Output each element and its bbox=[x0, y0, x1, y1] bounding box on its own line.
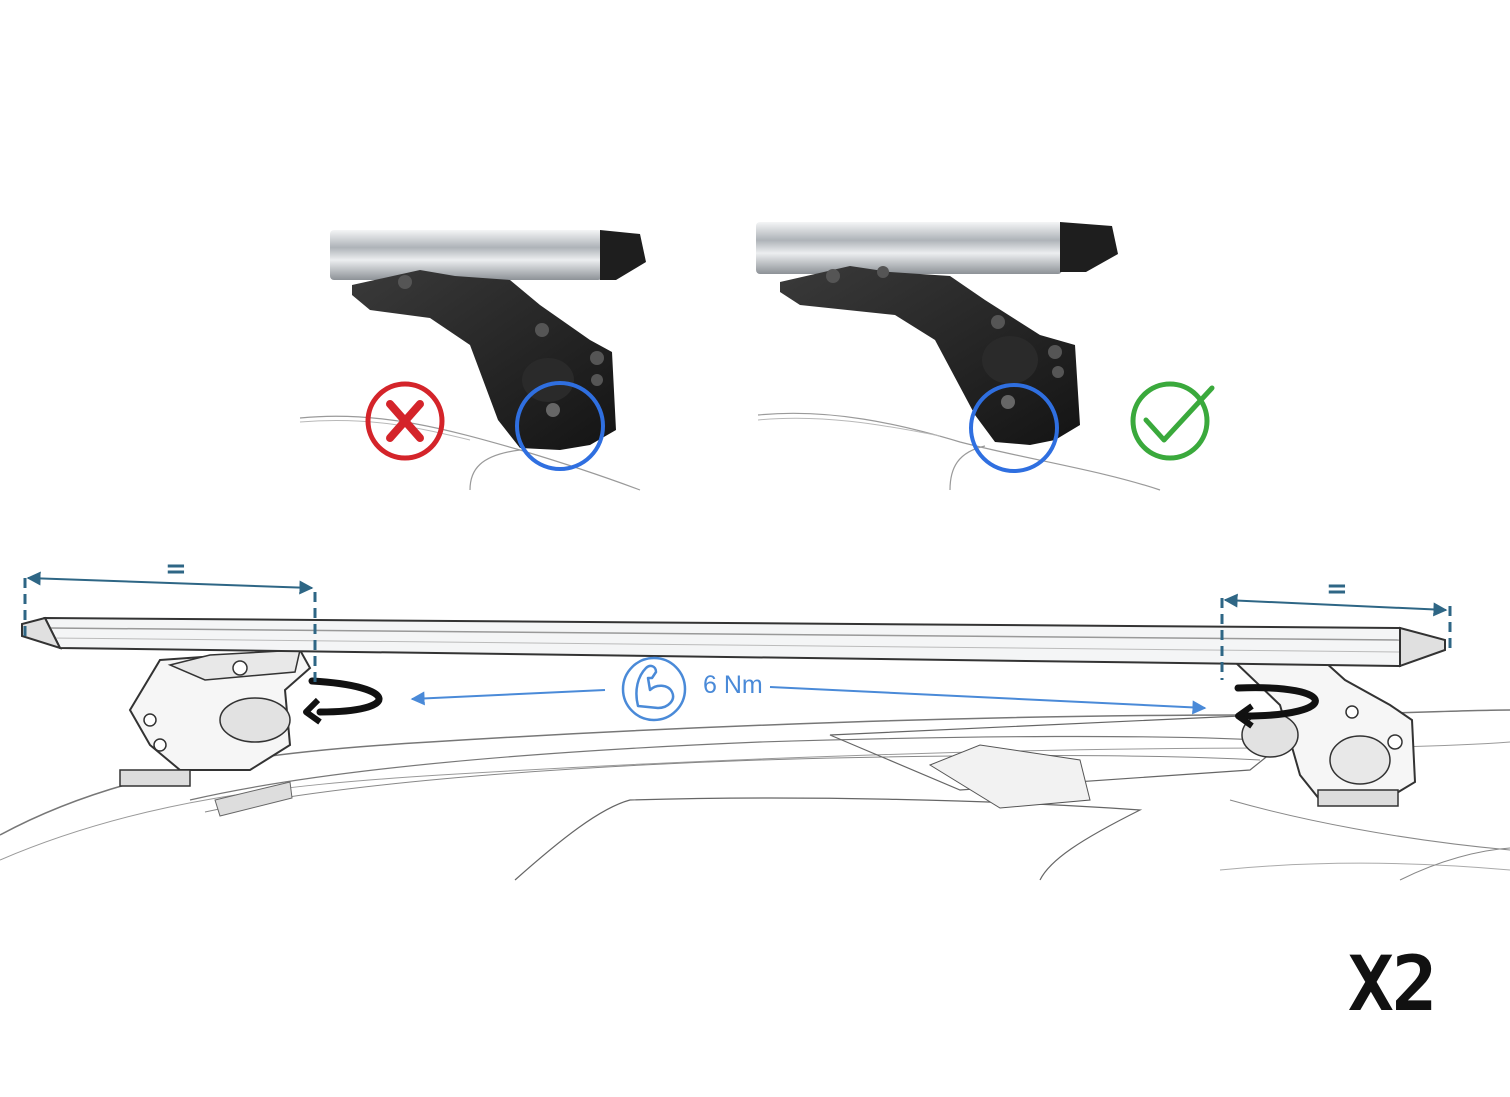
roof-bar bbox=[330, 230, 602, 280]
quantity-label: X2 bbox=[1348, 939, 1438, 1028]
dimension-left bbox=[23, 571, 317, 682]
left-foot bbox=[119, 648, 312, 787]
equal-distance-label-left: = bbox=[165, 554, 187, 584]
bar-end-cap bbox=[21, 616, 62, 650]
torque-pointer-right bbox=[769, 686, 1207, 715]
rotate-arrow-icon bbox=[303, 677, 383, 725]
torque-pointer-left bbox=[410, 689, 606, 706]
dimension-right bbox=[1220, 593, 1452, 680]
highlight-circle bbox=[515, 381, 605, 471]
roof-foot bbox=[352, 270, 616, 450]
highlight-circle bbox=[969, 383, 1059, 473]
bar-end-cap bbox=[1399, 626, 1446, 668]
torque-label: 6 Nm bbox=[703, 671, 763, 699]
roof-bar bbox=[756, 222, 1062, 274]
check-circle-icon bbox=[1130, 381, 1215, 461]
bar-end-cap bbox=[1060, 222, 1118, 272]
cross-circle-icon bbox=[365, 381, 445, 461]
rotate-arrow-icon bbox=[1234, 684, 1319, 729]
flexed-arm-icon bbox=[621, 656, 687, 722]
roof-bar-full bbox=[21, 616, 1446, 668]
right-foot bbox=[1232, 661, 1417, 807]
wrong-install-panel bbox=[299, 230, 646, 491]
equal-distance-label-right: = bbox=[1326, 574, 1348, 604]
correct-install-panel bbox=[756, 222, 1215, 491]
bar-end-cap bbox=[600, 230, 646, 280]
